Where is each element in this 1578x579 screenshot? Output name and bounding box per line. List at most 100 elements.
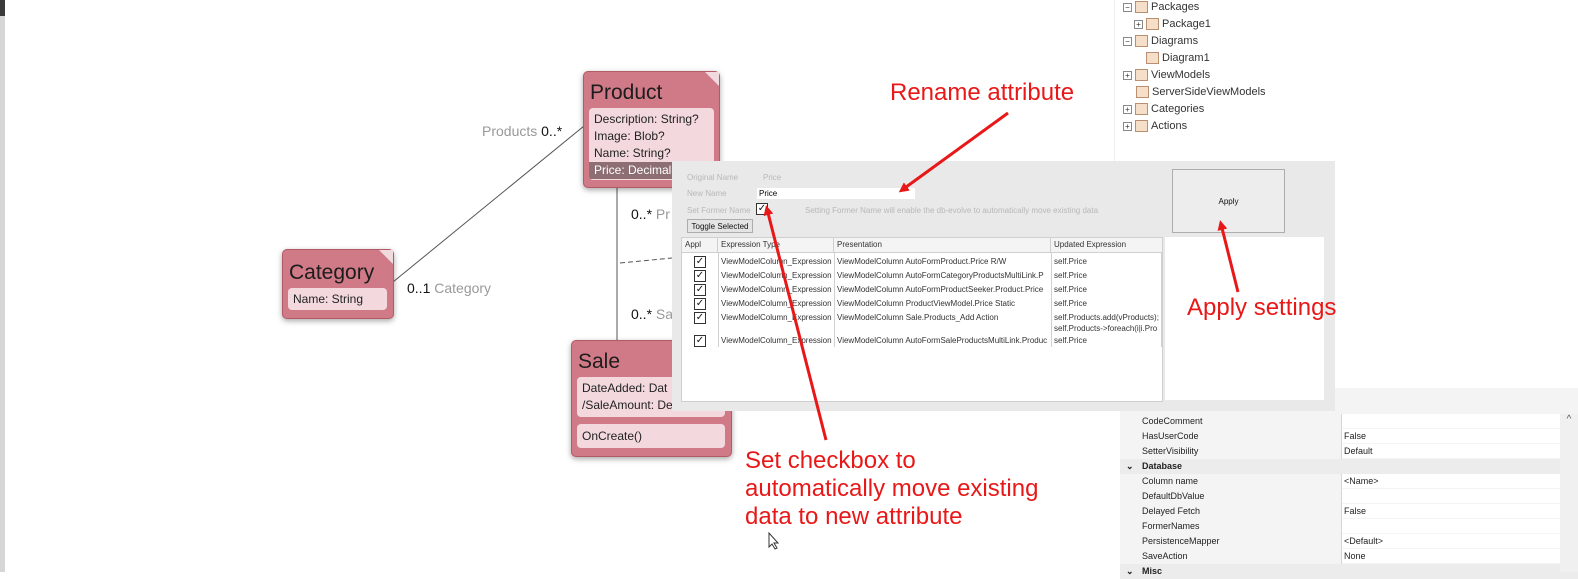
tree-item-actions[interactable]: +Actions — [1123, 118, 1187, 134]
tree-item-label: Categories — [1151, 103, 1205, 115]
property-delayed-fetch[interactable]: Delayed Fetch False — [1120, 504, 1578, 519]
pr-multiplicity: 0..* — [631, 206, 653, 222]
category-class[interactable]: Category Name: String — [282, 249, 394, 319]
rename-annotation: Rename attribute — [890, 79, 1075, 106]
chevron-down-icon[interactable]: ⌄ — [1126, 461, 1134, 471]
column-divider — [1051, 252, 1052, 347]
row-apply-checkbox[interactable]: ✓ — [694, 256, 706, 268]
row-updated-expression-line2[interactable]: self.Products->foreach(i|i.Pro — [1054, 324, 1158, 333]
row-apply-checkbox[interactable]: ✓ — [694, 270, 706, 282]
toggle-selected-button[interactable]: Toggle Selected — [687, 219, 753, 233]
new-name-input[interactable] — [757, 188, 915, 199]
collapse-icon[interactable]: − — [1123, 36, 1132, 46]
category-role-label[interactable]: 0..1 Category — [407, 280, 491, 296]
separator — [1341, 429, 1342, 444]
attribute-description[interactable]: Description: String? — [594, 112, 699, 126]
expand-icon[interactable]: + — [1123, 70, 1132, 80]
property-name: CodeComment — [1142, 416, 1203, 426]
row-updated-expression[interactable]: self.Products.add(vProducts); — [1054, 313, 1159, 322]
apply-button[interactable]: Apply — [1172, 169, 1285, 233]
column-header-apply[interactable]: Appl — [682, 238, 718, 252]
property-default-db-value[interactable]: DefaultDbValue — [1120, 489, 1578, 504]
former-name-hint: Setting Former Name will enable the db-e… — [805, 206, 1099, 215]
expression-grid: Appl Expression Type Presentation Update… — [681, 237, 1163, 402]
row-updated-expression[interactable]: self.Price — [1054, 285, 1087, 294]
original-name-value: Price — [763, 173, 782, 182]
expand-icon[interactable]: + — [1123, 121, 1132, 131]
row-expression-type: ViewModelColumn_Expression — [721, 336, 832, 345]
property-value[interactable]: None — [1342, 549, 1560, 563]
property-column-name[interactable]: Column name<Name> — [1120, 474, 1578, 489]
property-value[interactable]: False — [1342, 429, 1560, 443]
attribute-name[interactable]: Name: String — [293, 292, 364, 306]
tree-item-serverside-viewmodels[interactable]: ServerSideViewModels — [1136, 84, 1266, 100]
tree-item-viewmodels[interactable]: + ViewModels — [1123, 67, 1210, 83]
property-value[interactable]: <Name> — [1342, 474, 1560, 488]
row-apply-checkbox[interactable]: ✓ — [694, 284, 706, 296]
row-updated-expression[interactable]: self.Price — [1054, 271, 1087, 280]
attribute-sale-amount[interactable]: /SaleAmount: De — [582, 398, 673, 412]
property-save-action[interactable]: SaveAction None — [1120, 549, 1578, 564]
pr-role-label[interactable]: 0..* Pr — [631, 206, 670, 222]
property-former-names[interactable]: FormerNames — [1120, 519, 1578, 534]
expand-icon[interactable]: + — [1123, 104, 1132, 114]
property-value[interactable] — [1342, 489, 1560, 503]
category-product-association[interactable] — [392, 125, 585, 283]
row-updated-expression[interactable]: self.Price — [1054, 336, 1087, 345]
column-header-expression-type[interactable]: Expression Type — [718, 238, 834, 252]
dashed-link[interactable] — [619, 257, 673, 264]
products-role-label[interactable]: Products 0..* — [482, 123, 562, 139]
expand-icon[interactable]: + — [1134, 19, 1143, 29]
property-name: HasUserCode — [1142, 431, 1199, 441]
collapse-icon[interactable]: − — [1123, 2, 1132, 12]
tree-item-label: ViewModels — [1151, 69, 1211, 81]
separator — [1341, 414, 1342, 429]
property-code-comment[interactable]: CodeComment — [1120, 414, 1578, 429]
category-database[interactable]: ⌄Database — [1120, 459, 1578, 474]
new-name-label: New Name — [687, 189, 727, 198]
properties-scrollbar[interactable]: ^ — [1560, 414, 1578, 572]
tree-item-diagram1[interactable]: Diagram1 — [1146, 50, 1210, 66]
property-value[interactable]: False — [1342, 504, 1560, 518]
tree-item-label: Diagrams — [1151, 35, 1199, 47]
row-apply-checkbox[interactable]: ✓ — [694, 335, 706, 347]
class-corner-fold — [379, 250, 393, 264]
column-header-updated-expression[interactable]: Updated Expression — [1054, 240, 1127, 249]
property-name: Delayed Fetch — [1142, 506, 1201, 516]
column-divider — [834, 252, 835, 347]
left-edge-strip — [0, 0, 5, 572]
tree-item-diagrams[interactable]: − Diagrams — [1123, 33, 1198, 49]
row-updated-expression[interactable]: self.Price — [1054, 257, 1087, 266]
attribute-date-added[interactable]: DateAdded: Dat — [582, 381, 668, 395]
column-header-presentation[interactable]: Presentation — [834, 238, 1051, 252]
package-icon — [1135, 1, 1148, 14]
category-role: Category — [434, 280, 492, 296]
property-value[interactable]: <Default> — [1342, 534, 1560, 548]
serverside-viewmodels-icon — [1136, 86, 1149, 99]
tree-item-packages[interactable]: −Packages — [1123, 0, 1199, 15]
scroll-up-icon[interactable]: ^ — [1566, 414, 1572, 425]
attribute-name[interactable]: Name: String? — [594, 146, 671, 160]
row-apply-checkbox[interactable]: ✓ — [694, 312, 706, 324]
property-value[interactable]: Default — [1342, 444, 1560, 458]
property-value[interactable] — [1342, 414, 1560, 428]
column-divider — [718, 252, 719, 347]
property-persistence-mapper[interactable]: PersistenceMapper<Default> — [1120, 534, 1578, 549]
mouse-cursor-icon — [768, 532, 780, 550]
attribute-image[interactable]: Image: Blob? — [594, 129, 665, 143]
product-class[interactable]: Product Description: String? Image: Blob… — [583, 71, 720, 188]
method-on-create[interactable]: OnCreate() — [582, 429, 643, 443]
tree-item-categories[interactable]: + Categories — [1123, 101, 1204, 117]
property-value[interactable] — [1342, 519, 1560, 533]
tree-item-package1[interactable]: +Package1 — [1134, 16, 1211, 32]
row-updated-expression[interactable]: self.Price — [1054, 299, 1087, 308]
checkbox-annotation-line1: Set checkbox to — [745, 447, 916, 474]
sa-role-label[interactable]: 0..* Sa — [631, 306, 673, 322]
property-name: SaveAction — [1142, 551, 1188, 561]
property-has-user-code[interactable]: HasUserCode False — [1120, 429, 1578, 444]
column-divider — [1161, 252, 1162, 347]
chevron-down-icon[interactable]: ⌄ — [1126, 566, 1134, 576]
row-apply-checkbox[interactable]: ✓ — [694, 298, 706, 310]
